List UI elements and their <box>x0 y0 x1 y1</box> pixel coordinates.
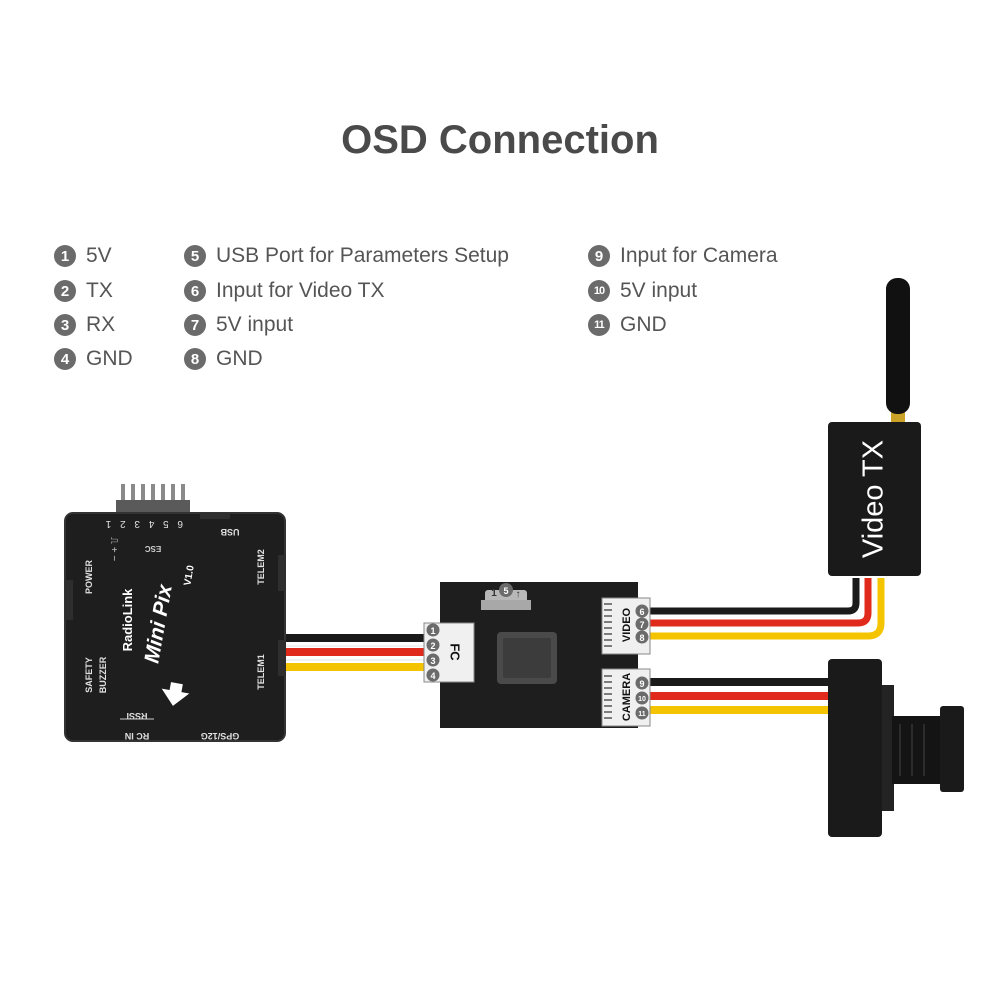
legend-item: 6 Input for Video TX <box>184 278 385 304</box>
pin-number: 8 <box>639 633 644 643</box>
telem2-label: TELEM2 <box>256 549 266 585</box>
camera-body <box>828 659 882 837</box>
legend-item: 9 Input for Camera <box>588 243 778 269</box>
legend-number: 10 <box>588 280 610 302</box>
pin-badge-4 <box>426 668 440 682</box>
pin-badge-1 <box>426 623 440 637</box>
pin-number: 9 <box>639 679 644 689</box>
telem1-label: TELEM1 <box>256 654 266 690</box>
video-transmitter: Video TX <box>828 278 921 576</box>
pin-badge-10 <box>635 691 649 705</box>
legend-number: 5 <box>184 245 206 267</box>
video-tx-cable <box>650 578 885 640</box>
pin-badge-2 <box>426 638 440 652</box>
pin-number: 11 <box>638 711 646 718</box>
camera-lens-icon <box>940 706 964 792</box>
usb-port-label: USB <box>220 527 240 537</box>
legend-item: 7 5V input <box>184 312 293 338</box>
pin-badge-6 <box>635 604 649 618</box>
usb-arrow-icon: ↑ <box>516 589 521 600</box>
usb-port-badge <box>499 583 513 597</box>
safety-label: SAFETY <box>84 657 94 693</box>
legend-number: 3 <box>54 314 76 336</box>
esc-pin-header <box>116 484 190 514</box>
legend-item: 1 5V <box>54 243 112 269</box>
rc-in-label: RC IN <box>125 731 150 741</box>
legend-text: USB Port for Parameters Setup <box>216 244 509 267</box>
direction-arrow-icon <box>161 682 190 706</box>
pin-number: 6 <box>639 607 644 617</box>
legend-text: GND <box>216 347 263 370</box>
legend-number: 6 <box>184 280 206 302</box>
legend-text: GND <box>620 313 667 336</box>
legend-item: 4 GND <box>54 346 133 372</box>
esc-pin-numbers: 6 5 4 3 2 1 <box>103 518 183 529</box>
camera <box>828 659 964 837</box>
legend-text: Input for Camera <box>620 244 778 267</box>
esc-symbols: ⎍ + − <box>108 537 119 561</box>
legend-text: Input for Video TX <box>216 279 385 302</box>
legend-number: 11 <box>588 314 610 336</box>
flight-controller: 6 5 4 3 2 1 ESC ⎍ + − USB TELEM2 TELEM1 … <box>64 512 286 742</box>
legend-text: TX <box>86 279 113 302</box>
legend-number: 1 <box>54 245 76 267</box>
esc-label: ESC <box>145 544 162 553</box>
pin-number: 1 <box>430 626 435 636</box>
legend-text: RX <box>86 313 116 336</box>
legend-text: 5V input <box>216 313 294 336</box>
legend-number: 7 <box>184 314 206 336</box>
legend-number: 2 <box>54 280 76 302</box>
legend-item: 3 RX <box>54 312 115 338</box>
camera-connector-label: CAMERA <box>621 673 633 721</box>
camera-cable <box>650 678 830 714</box>
pin-number: 2 <box>430 641 435 651</box>
gps-label: GPS/12G <box>201 731 240 741</box>
legend-text: 5V <box>86 244 112 267</box>
rssi-label: RSSI <box>126 711 147 721</box>
pin-badge-8 <box>635 630 649 644</box>
brand-logo-text: RadioLink <box>120 588 135 652</box>
video-connector-label: VIDEO <box>621 607 633 642</box>
diagram-title: OSD Connection <box>341 118 659 162</box>
legend-number: 8 <box>184 348 206 370</box>
pin-badge-11 <box>635 706 649 720</box>
video-pin-badges: 6 7 8 <box>635 604 649 644</box>
osd-board: 5 1 ↑ FC VIDEO CAMERA <box>423 582 651 728</box>
legend-number: 4 <box>54 348 76 370</box>
fc-connector-label: FC <box>448 643 463 661</box>
legend-item: 5 USB Port for Parameters Setup <box>184 243 509 269</box>
buzzer-label: BUZZER <box>98 656 108 693</box>
legend-number: 9 <box>588 245 610 267</box>
legend-text: GND <box>86 347 133 370</box>
usb-pin1-label: 1 <box>491 588 497 599</box>
pin-number: 3 <box>430 656 435 666</box>
legend-item: 11 GND <box>588 312 667 338</box>
camera-lens-barrel <box>892 716 948 784</box>
legend-item: 10 5V input <box>588 278 697 304</box>
power-label: POWER <box>84 560 94 595</box>
pin-badge-3 <box>426 653 440 667</box>
fc-pin-badges: 1 2 3 4 <box>426 623 440 682</box>
pin-badge-7 <box>635 617 649 631</box>
pin-number: 10 <box>638 696 646 703</box>
pin-number: 4 <box>430 671 435 681</box>
legend-item: 8 GND <box>184 346 263 372</box>
legend-item: 2 TX <box>54 278 113 304</box>
usb-port-number: 5 <box>503 586 508 596</box>
video-tx-label: Video TX <box>858 440 890 558</box>
pin-badge-9 <box>635 676 649 690</box>
pin-number: 7 <box>639 620 644 630</box>
version-label: V1.0 <box>182 564 196 587</box>
legend-text: 5V input <box>620 279 698 302</box>
fc-osd-cable <box>280 634 428 671</box>
antenna-icon <box>886 278 910 414</box>
camera-pin-badges: 9 10 11 <box>635 676 649 720</box>
